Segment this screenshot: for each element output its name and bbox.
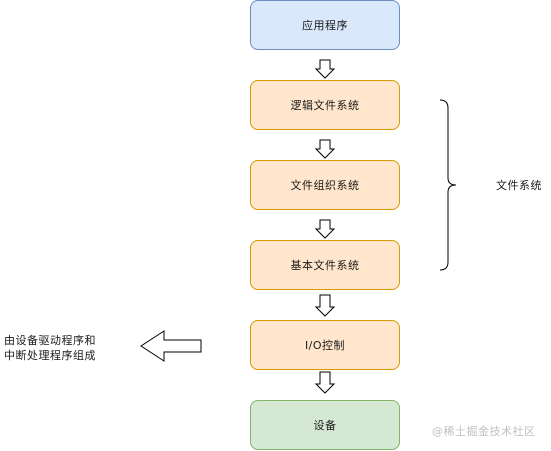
down-arrow-2 [314, 139, 336, 159]
down-arrow-1 [314, 59, 336, 79]
app-box-label: 应用程序 [302, 19, 348, 32]
down-arrow-5 [314, 371, 336, 394]
driver-note: 由设备驱动程序和 中断处理程序组成 [4, 333, 96, 363]
driver-note-line1: 由设备驱动程序和 [4, 334, 96, 347]
driver-note-line2: 中断处理程序组成 [4, 349, 96, 362]
device-label: 设备 [313, 419, 337, 432]
app-box: 应用程序 [250, 0, 400, 50]
device-box: 设备 [250, 400, 400, 450]
basic-fs-box: 基本文件系统 [250, 240, 400, 290]
io-control-box: I/O控制 [250, 320, 400, 370]
logical-fs-box: 逻辑文件系统 [250, 80, 400, 130]
io-control-label: I/O控制 [304, 339, 346, 352]
right-brace [439, 99, 457, 271]
file-system-label: 文件系统 [496, 179, 542, 192]
file-org-box: 文件组织系统 [250, 160, 400, 210]
basic-fs-label: 基本文件系统 [290, 259, 360, 272]
left-arrow [140, 330, 202, 362]
file-org-label: 文件组织系统 [290, 179, 360, 192]
watermark: @稀土掘金技术社区 [432, 425, 536, 438]
down-arrow-4 [314, 294, 336, 317]
logical-fs-label: 逻辑文件系统 [290, 99, 360, 112]
down-arrow-3 [314, 219, 336, 239]
